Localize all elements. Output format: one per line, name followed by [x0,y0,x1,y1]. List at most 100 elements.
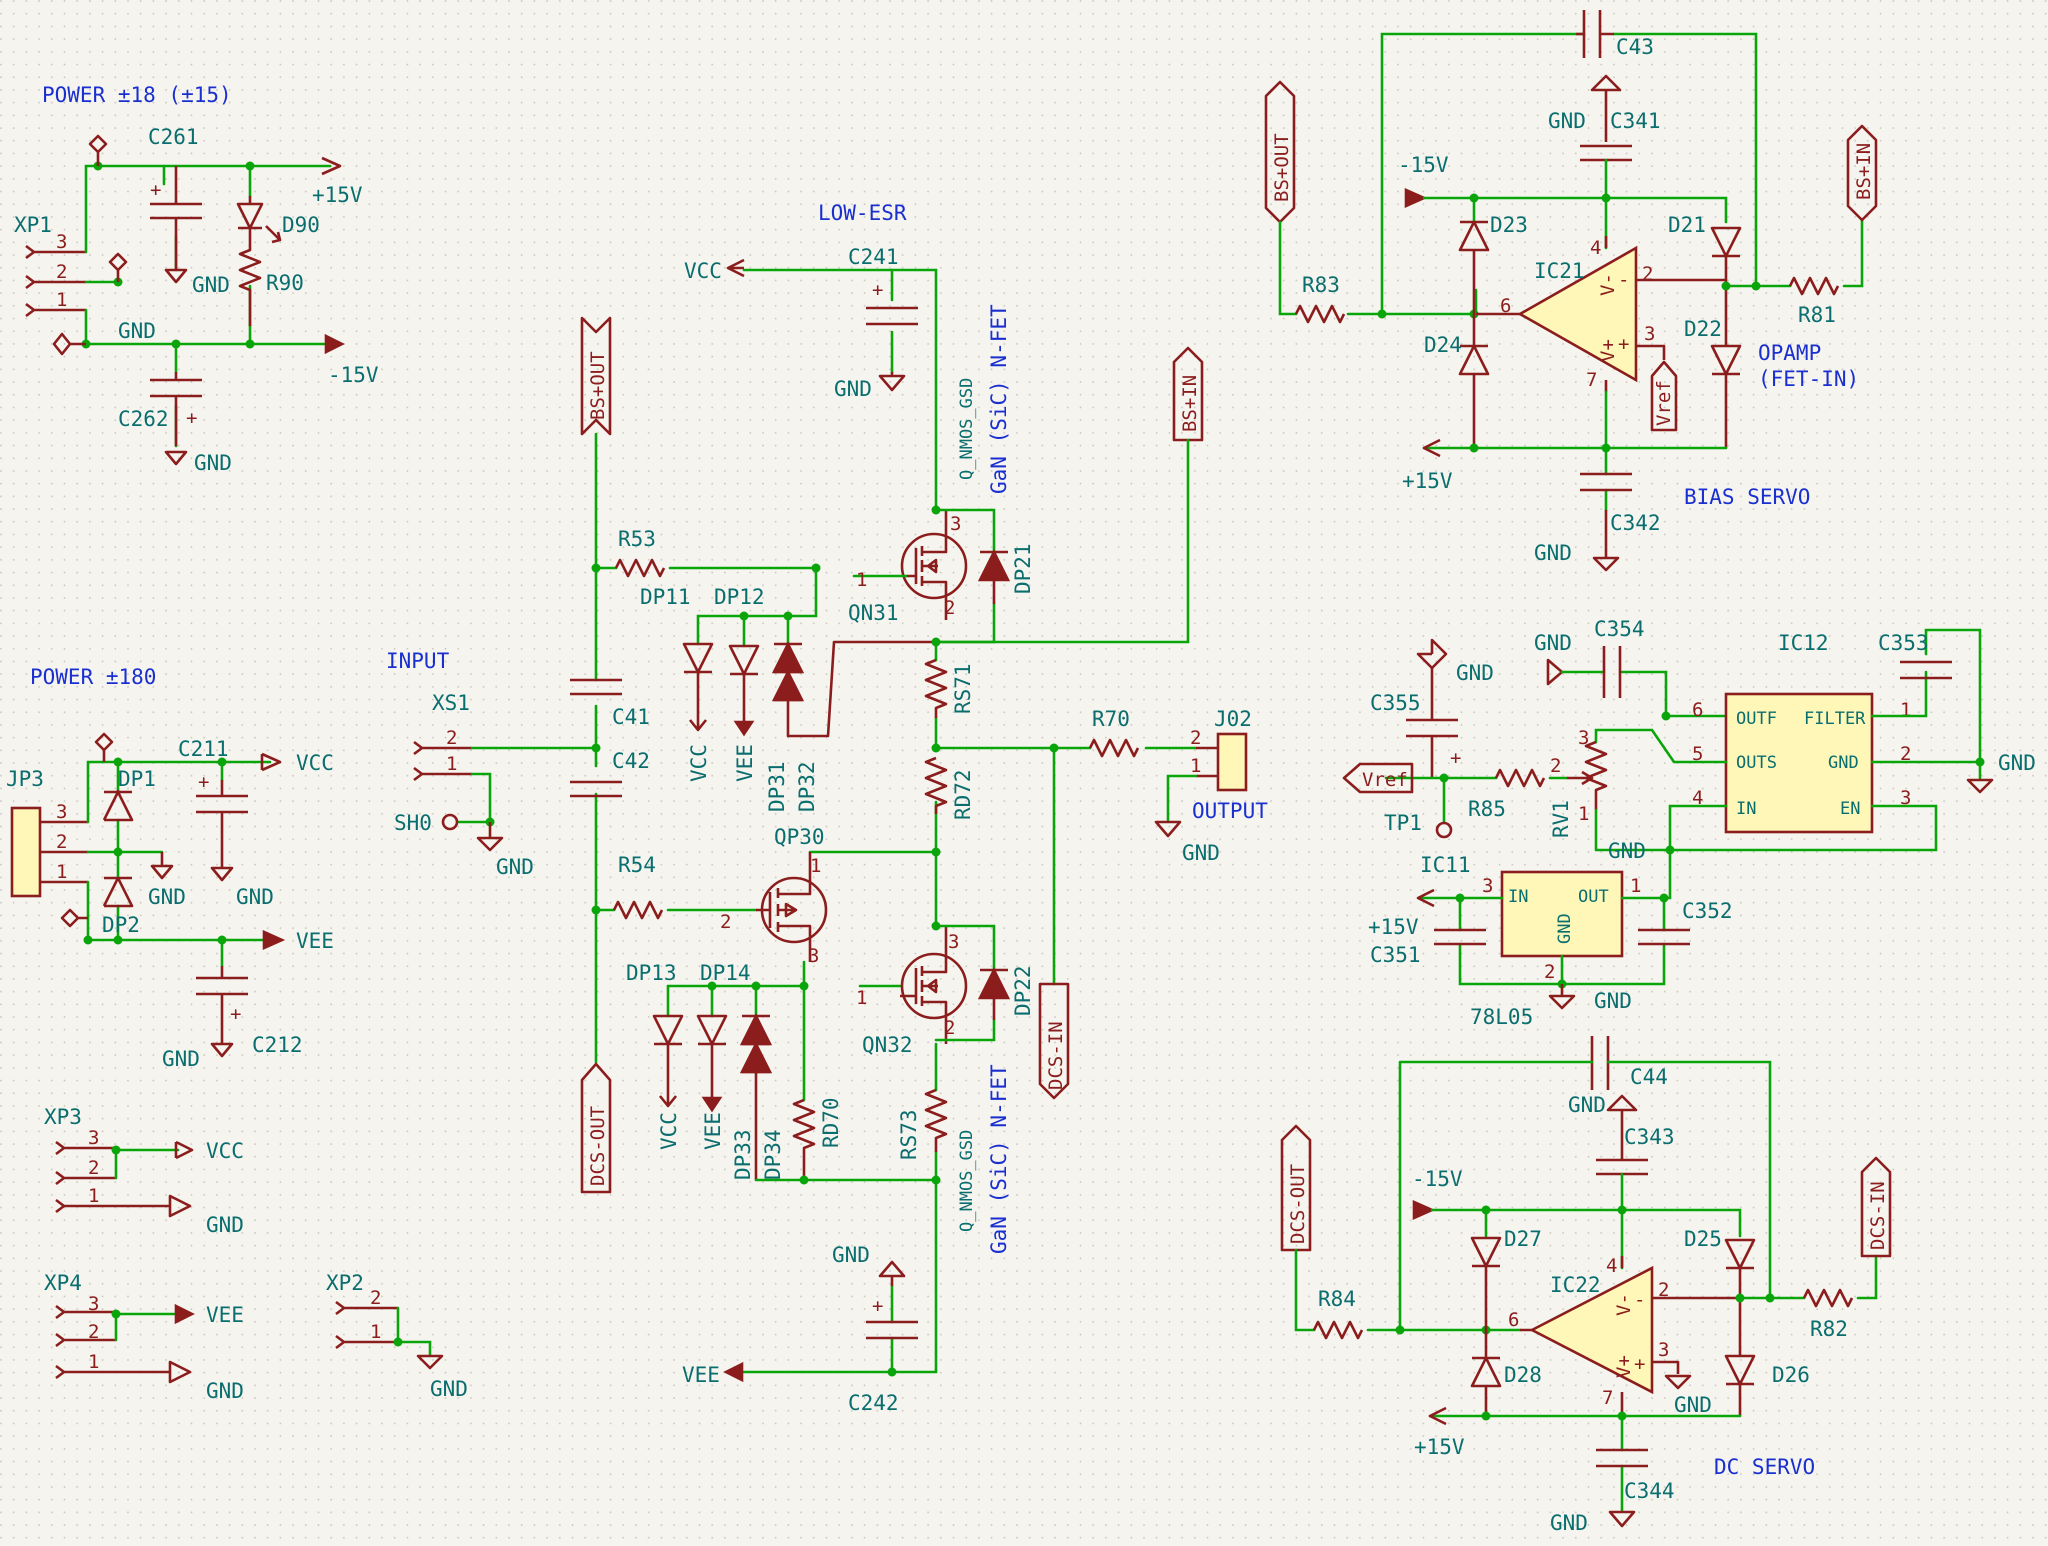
note-fet2: GaN (SiC) N-FET [987,1064,1011,1254]
rail-arrow-icon [324,333,345,355]
capacitor-c262-icon [150,372,202,446]
ref-qp30: QP30 [774,825,825,849]
ref-xs1: XS1 [432,691,470,715]
net-p15-label: +15V [312,183,363,207]
xp2-pin2: 2 [370,1287,381,1309]
net-gnd-label: GND [1548,109,1586,133]
ic12-pin-outs: OUTS [1736,753,1777,773]
capacitor-c354-icon [1602,646,1622,698]
resistor-rs73-icon [924,1088,948,1152]
c355-plus: + [1450,747,1461,769]
net-gnd-label: GND [832,1243,870,1267]
c262-plus: + [186,407,197,429]
ic22-pin4: 4 [1606,1255,1617,1277]
resistor-rd70-icon [792,1098,816,1180]
diode-dp13-icon [652,1014,684,1108]
ic11-pin-in: IN [1508,887,1528,907]
net-gnd-label: GND [148,885,186,909]
ic12-pin-gnd: GND [1828,753,1859,773]
ref-c354: C354 [1594,617,1645,641]
note-opamp-2: (FET-IN) [1758,367,1859,391]
ref-rd70: RD70 [819,1097,843,1148]
ic22-plus: + [1634,1353,1645,1375]
net-output-label: OUTPUT [1192,799,1268,823]
net-gnd-label: GND [1608,839,1646,863]
gnd-icon [168,1360,192,1384]
rv1-pin3: 3 [1578,727,1589,749]
ref-c342: C342 [1610,511,1661,535]
c241-plus: + [872,279,883,301]
gnd-icon [210,862,234,882]
ic12-pin-en: EN [1840,799,1860,819]
resistor-r70-icon [1088,738,1140,758]
ic12-pin3: 3 [1900,787,1911,809]
rail-arrow-icon [1412,1199,1436,1221]
ic22-pin3: 3 [1658,1339,1669,1361]
net-vref-label: Vref [1653,380,1675,426]
ref-r83: R83 [1302,273,1340,297]
pwr-flag-icon [52,332,86,356]
capacitor-c351-icon [1434,928,1486,946]
ref-r82: R82 [1810,1317,1848,1341]
flag-dcs-in-icon [1038,982,1070,1100]
net-gnd-label: GND [496,855,534,879]
ref-xp3: XP3 [44,1105,82,1129]
ref-dp2: DP2 [102,913,140,937]
ic11-pin3: 3 [1482,875,1493,897]
ic12-pin-in: IN [1736,799,1756,819]
resistor-r53-icon [614,558,666,578]
qn31-pin2: 2 [944,597,955,619]
ref-c43: C43 [1616,35,1654,59]
ref-d90: D90 [282,213,320,237]
ref-tp1: TP1 [1384,811,1422,835]
led-arrow-icon [265,225,282,244]
power-18-block: POWER ±18 (±15) XP1 3 2 1 C261 + GND [14,83,379,475]
ref-xp2: XP2 [326,1271,364,1295]
ref-r54: R54 [618,853,656,877]
ref-c343: C343 [1624,1125,1675,1149]
ref-c341: C341 [1610,109,1661,133]
c212-plus: + [230,1003,241,1025]
diode-d27-icon [1470,1236,1502,1330]
rail-arrow-icon [723,1361,744,1383]
rail-arrow-icon [260,752,282,772]
capacitor-c352-icon [1638,928,1690,946]
note-dc-servo: DC SERVO [1714,1455,1815,1479]
rail-arrow-icon [1404,187,1428,209]
ic12-pin5: 5 [1692,743,1703,765]
ref-c344: C344 [1624,1479,1675,1503]
rail-arrow-icon [262,929,286,951]
ic11-pin-gnd: GND [1555,913,1575,944]
ic21-pin4: 4 [1590,237,1601,259]
xp3-pin1: 1 [88,1185,99,1207]
wire-rails-out [248,164,332,346]
gnd-icon [1664,1374,1692,1390]
net-p15-label: +15V [1414,1435,1465,1459]
ic21-vminus: V- [1597,273,1619,296]
ref-xp1: XP1 [14,213,52,237]
ref-dp33: DP33 [731,1129,755,1180]
qn32-pin2: 2 [944,1017,955,1039]
ref-j02: J02 [1214,707,1252,731]
qn32-pin1: 1 [856,987,867,1009]
ic11-pin2: 2 [1544,961,1555,983]
bias-servo: BS+OUT R83 C43 GND C341 -15V D23 D24 IC2… [1264,10,1878,572]
ref-dp11: DP11 [640,585,691,609]
net-gnd-label: GND [236,885,274,909]
diode-d22-icon [1710,344,1742,448]
net-m15-label: -15V [1398,153,1449,177]
net-gnd-label: GND [1674,1393,1712,1417]
flag-dcs-in-right-icon [1860,1156,1892,1258]
ref-dp1: DP1 [118,767,156,791]
qp30-pin3: 3 [808,945,819,967]
pwr-flag-icon [108,252,128,282]
rail-arrow-icon [1428,1406,1447,1426]
ic21-pin3: 3 [1644,323,1655,345]
diode-dp2-icon [102,876,134,908]
ref-ic21: IC21 [1534,259,1585,283]
vee-arrow-icon [733,720,755,737]
qn32-pin3: 3 [948,931,959,953]
output-stage: LOW-ESR C241 VCC + GND Q_NMOS_GSD GaN (S… [626,201,1268,1415]
qp30-pin1: 1 [810,855,821,877]
